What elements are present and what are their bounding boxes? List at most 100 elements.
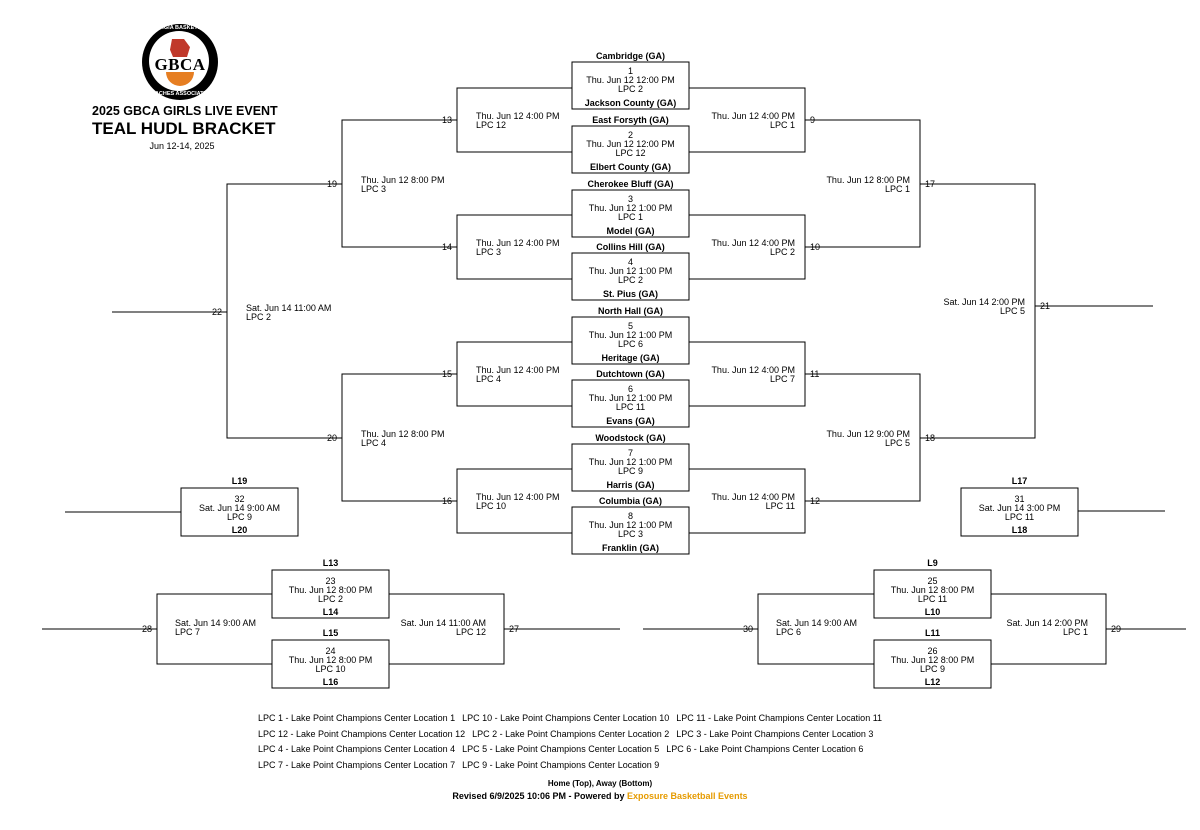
home-team-name: Woodstock (GA) <box>595 433 665 443</box>
home-team-name: East Forsyth (GA) <box>592 115 669 125</box>
game-location: LPC 3 <box>618 529 643 539</box>
game-location: LPC 4 <box>476 374 501 384</box>
away-team-name: Elbert County (GA) <box>590 162 671 172</box>
game-time: Thu. Jun 12 1:00 PM <box>589 266 673 276</box>
game-number: 14 <box>442 242 452 252</box>
game-time: Thu. Jun 12 4:00 PM <box>476 238 560 248</box>
game-number: 26 <box>927 646 937 656</box>
legend-row: LPC 12 - Lake Point Champions Center Loc… <box>258 727 889 743</box>
legend-row: LPC 1 - Lake Point Champions Center Loca… <box>258 711 889 727</box>
away-team-name: Franklin (GA) <box>602 543 659 553</box>
home-team-name: North Hall (GA) <box>598 306 663 316</box>
home-team-name: Dutchtown (GA) <box>596 369 664 379</box>
game-location: LPC 11 <box>1005 512 1034 522</box>
game-location: LPC 5 <box>1000 306 1025 316</box>
game-time: Thu. Jun 12 1:00 PM <box>589 330 673 340</box>
game-time: Thu. Jun 12 4:00 PM <box>476 111 560 121</box>
home-slot-label: L19 <box>232 476 248 486</box>
away-team-name: Evans (GA) <box>606 416 655 426</box>
home-slot-label: L13 <box>323 558 339 568</box>
game-time: Thu. Jun 12 8:00 PM <box>826 175 910 185</box>
away-team-name: Jackson County (GA) <box>585 98 677 108</box>
game-time: Thu. Jun 12 8:00 PM <box>361 175 445 185</box>
legend-item: LPC 1 - Lake Point Champions Center Loca… <box>258 713 456 723</box>
game-time: Thu. Jun 12 4:00 PM <box>476 492 560 502</box>
away-slot-label: L20 <box>232 525 248 535</box>
basketball-icon <box>166 72 194 86</box>
exposure-brand-link[interactable]: Exposure Basketball Events <box>627 791 748 801</box>
game-time: Sat. Jun 14 11:00 AM <box>246 303 331 313</box>
home-slot-label: L9 <box>927 558 938 568</box>
home-slot-label: L11 <box>925 628 940 638</box>
game-location: LPC 7 <box>770 374 795 384</box>
game-time: Thu. Jun 12 12:00 PM <box>586 75 675 85</box>
game-number: 27 <box>509 624 519 634</box>
event-dates: Jun 12-14, 2025 <box>149 141 215 151</box>
game-time: Sat. Jun 14 9:00 AM <box>199 503 280 513</box>
game-location: LPC 2 <box>246 312 271 322</box>
game-location: LPC 6 <box>618 339 643 349</box>
game-time: Thu. Jun 12 9:00 PM <box>826 429 910 439</box>
legend-item: LPC 6 - Lake Point Champions Center Loca… <box>666 744 864 754</box>
game-location: LPC 12 <box>615 148 645 158</box>
game-time: Thu. Jun 12 1:00 PM <box>589 393 673 403</box>
round1-game-box <box>571 443 690 492</box>
game-number: 2 <box>628 130 633 140</box>
away-slot-label: L18 <box>1012 525 1028 535</box>
game-number: 4 <box>628 257 633 267</box>
away-team-name: Harris (GA) <box>606 480 654 490</box>
game-number: 23 <box>325 576 335 586</box>
game-location: LPC 11 <box>616 402 645 412</box>
round1-game-box <box>571 316 690 365</box>
game-time: Thu. Jun 12 1:00 PM <box>589 203 673 213</box>
game-time: Thu. Jun 12 4:00 PM <box>476 365 560 375</box>
game-number: 6 <box>628 384 633 394</box>
legend-row: LPC 4 - Lake Point Champions Center Loca… <box>258 742 889 758</box>
game-location: LPC 10 <box>315 664 345 674</box>
game-time: Thu. Jun 12 1:00 PM <box>589 457 673 467</box>
home-away-note: Home (Top), Away (Bottom) <box>547 779 653 788</box>
game-number: 15 <box>442 369 452 379</box>
game-number: 17 <box>925 179 935 189</box>
game-number: 7 <box>628 448 633 458</box>
logo-top-text: GEORGIA BASKETBALL <box>147 25 213 31</box>
game-time: Sat. Jun 14 3:00 PM <box>979 503 1061 513</box>
consolation-game-box <box>960 487 1079 537</box>
game-location: LPC 9 <box>227 512 252 522</box>
game-time: Thu. Jun 12 8:00 PM <box>891 585 975 595</box>
away-slot-label: L16 <box>323 677 339 687</box>
left-bracket-connector <box>226 183 342 439</box>
consolation-connector <box>389 593 505 665</box>
game-number: 24 <box>325 646 335 656</box>
game-time: Thu. Jun 12 8:00 PM <box>289 655 373 665</box>
game-number: 19 <box>327 179 337 189</box>
legend-item: LPC 10 - Lake Point Champions Center Loc… <box>462 713 670 723</box>
game-time: Thu. Jun 12 1:00 PM <box>589 520 673 530</box>
game-time: Sat. Jun 14 2:00 PM <box>1006 618 1088 628</box>
legend-row: LPC 7 - Lake Point Champions Center Loca… <box>258 758 889 774</box>
game-time: Sat. Jun 14 9:00 AM <box>175 618 256 628</box>
game-time: Sat. Jun 14 11:00 AM <box>401 618 486 628</box>
home-slot-label: L15 <box>323 628 339 638</box>
game-location: LPC 2 <box>618 275 643 285</box>
right-bracket-connector <box>920 183 1036 439</box>
legend-item: LPC 9 - Lake Point Champions Center Loca… <box>462 759 660 770</box>
game-number: 21 <box>1040 301 1050 311</box>
game-number: 29 <box>1111 624 1121 634</box>
logo-bottom-text: COACHES ASSOCIATION <box>146 91 214 97</box>
bracket-title: TEAL HUDL BRACKET <box>92 119 276 138</box>
game-number: 18 <box>925 433 935 443</box>
game-number: 3 <box>628 194 633 204</box>
game-location: LPC 12 <box>476 120 506 130</box>
home-slot-label: L17 <box>1012 476 1028 486</box>
game-time: Thu. Jun 12 4:00 PM <box>711 111 795 121</box>
game-location: LPC 3 <box>476 247 501 257</box>
location-legend: LPC 1 - Lake Point Champions Center Loca… <box>258 711 889 773</box>
away-slot-label: L10 <box>925 607 941 617</box>
event-name: 2025 GBCA GIRLS LIVE EVENT <box>92 104 278 118</box>
game-number: 25 <box>927 576 937 586</box>
round1-game-box <box>571 379 690 428</box>
game-time: Sat. Jun 14 9:00 AM <box>776 618 857 628</box>
